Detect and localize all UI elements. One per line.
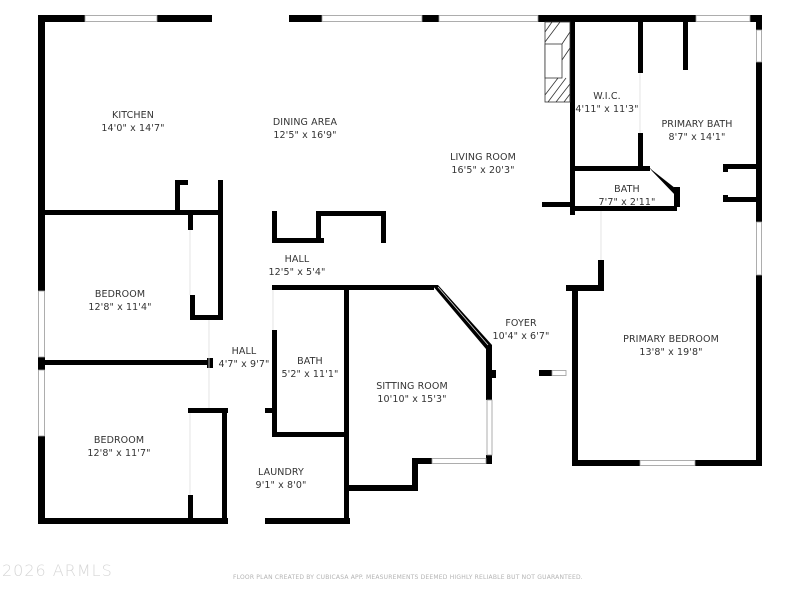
room-name: BEDROOM (94, 289, 146, 300)
room-dims: 10'4" x 6'7" (492, 331, 550, 342)
room-laundry: LAUNDRY 9'1" x 8'0" (256, 466, 307, 492)
door-openings (189, 73, 641, 495)
room-dims: 12'8" x 11'4" (88, 302, 152, 313)
room-dims: 4'7" x 9'7" (218, 359, 270, 370)
room-wic: W.I.C. 4'11" x 11'3" (575, 90, 638, 116)
room-dims: 8'7" x 14'1" (668, 132, 726, 143)
room-dims: 12'5" x 5'4" (268, 267, 326, 278)
room-name: FOYER (505, 318, 537, 329)
fireplace (544, 21, 571, 103)
room-name: DINING AREA (272, 117, 338, 128)
room-dims: 12'8" x 11'7" (87, 448, 151, 459)
room-name: BATH (614, 184, 640, 195)
room-bedroom-2: BEDROOM 12'8" x 11'7" (87, 434, 150, 460)
room-name: W.I.C. (593, 91, 621, 102)
room-name: BEDROOM (93, 435, 145, 446)
room-name: PRIMARY BEDROOM (623, 334, 719, 345)
room-name: KITCHEN (112, 110, 154, 121)
room-bath-small: BATH 7'7" x 2'11" (598, 183, 655, 209)
room-bedroom-1: BEDROOM 12'8" x 11'4" (88, 288, 151, 314)
room-hall-upper: HALL 12'5" x 5'4" (268, 253, 325, 279)
walls (38, 15, 762, 524)
room-foyer: FOYER 10'4" x 6'7" (492, 317, 549, 343)
room-dims: 10'10" x 15'3" (377, 394, 447, 405)
room-name: BATH (297, 356, 323, 367)
room-sitting-room: SITTING ROOM 10'10" x 15'3" (376, 380, 448, 406)
room-name: HALL (284, 254, 310, 265)
room-bath-hall: BATH 5'2" x 11'1" (281, 355, 338, 381)
disclaimer: FLOOR PLAN CREATED BY CUBICASA APP. MEAS… (233, 574, 583, 581)
room-dims: 16'5" x 20'3" (451, 165, 515, 176)
room-dims: 9'1" x 8'0" (255, 480, 307, 491)
watermark: 2026 ARMLS (2, 561, 113, 580)
room-dining-area: DINING AREA 12'5" x 16'9" (273, 116, 337, 142)
room-primary-bath: PRIMARY BATH 8'7" x 14'1" (661, 118, 732, 144)
windows (38, 15, 762, 466)
room-name: HALL (231, 346, 257, 357)
room-living-room: LIVING ROOM 16'5" x 20'3" (450, 151, 516, 177)
room-name: LIVING ROOM (450, 152, 516, 163)
room-dims: 13'8" x 19'8" (639, 347, 703, 358)
room-kitchen: KITCHEN 14'0" x 14'7" (101, 109, 164, 135)
room-name: SITTING ROOM (376, 381, 448, 392)
room-dims: 4'11" x 11'3" (575, 104, 639, 115)
room-hall-lower: HALL 4'7" x 9'7" (219, 345, 270, 371)
room-dims: 14'0" x 14'7" (101, 123, 165, 134)
room-dims: 5'2" x 11'1" (281, 369, 339, 380)
room-dims: 12'5" x 16'9" (273, 130, 337, 141)
room-dims: 7'7" x 2'11" (598, 197, 656, 208)
room-primary-bedroom: PRIMARY BEDROOM 13'8" x 19'8" (623, 333, 719, 359)
room-name: PRIMARY BATH (661, 119, 733, 130)
room-name: LAUNDRY (258, 467, 304, 478)
